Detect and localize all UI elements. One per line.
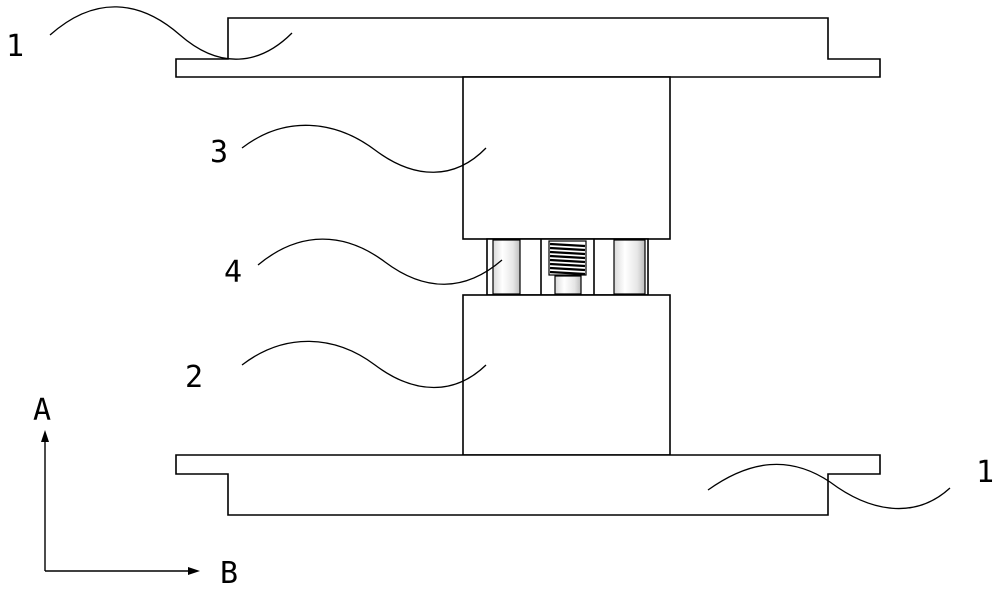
arrow-right-icon	[188, 567, 200, 575]
leader-spacer	[258, 239, 502, 284]
axis-label-vertical: A	[33, 393, 51, 428]
label-spacer: 4	[224, 255, 242, 290]
lower-block	[463, 295, 670, 455]
leader-upper-block	[242, 125, 486, 172]
label-bottom-plate: 1	[976, 455, 994, 490]
axis-label-horizontal: B	[220, 556, 238, 591]
label-top-plate: 1	[6, 29, 24, 64]
label-upper-block: 3	[210, 135, 228, 170]
leader-lower-block	[242, 341, 486, 387]
right-pin	[614, 240, 645, 294]
arrow-up-icon	[41, 430, 49, 442]
top-plate	[176, 18, 880, 77]
left-pin	[493, 240, 520, 294]
upper-block	[463, 77, 670, 239]
spacer-assembly	[487, 239, 648, 295]
direction-axes: A B	[33, 393, 238, 591]
spring	[549, 241, 586, 294]
label-lower-block: 2	[185, 360, 203, 395]
